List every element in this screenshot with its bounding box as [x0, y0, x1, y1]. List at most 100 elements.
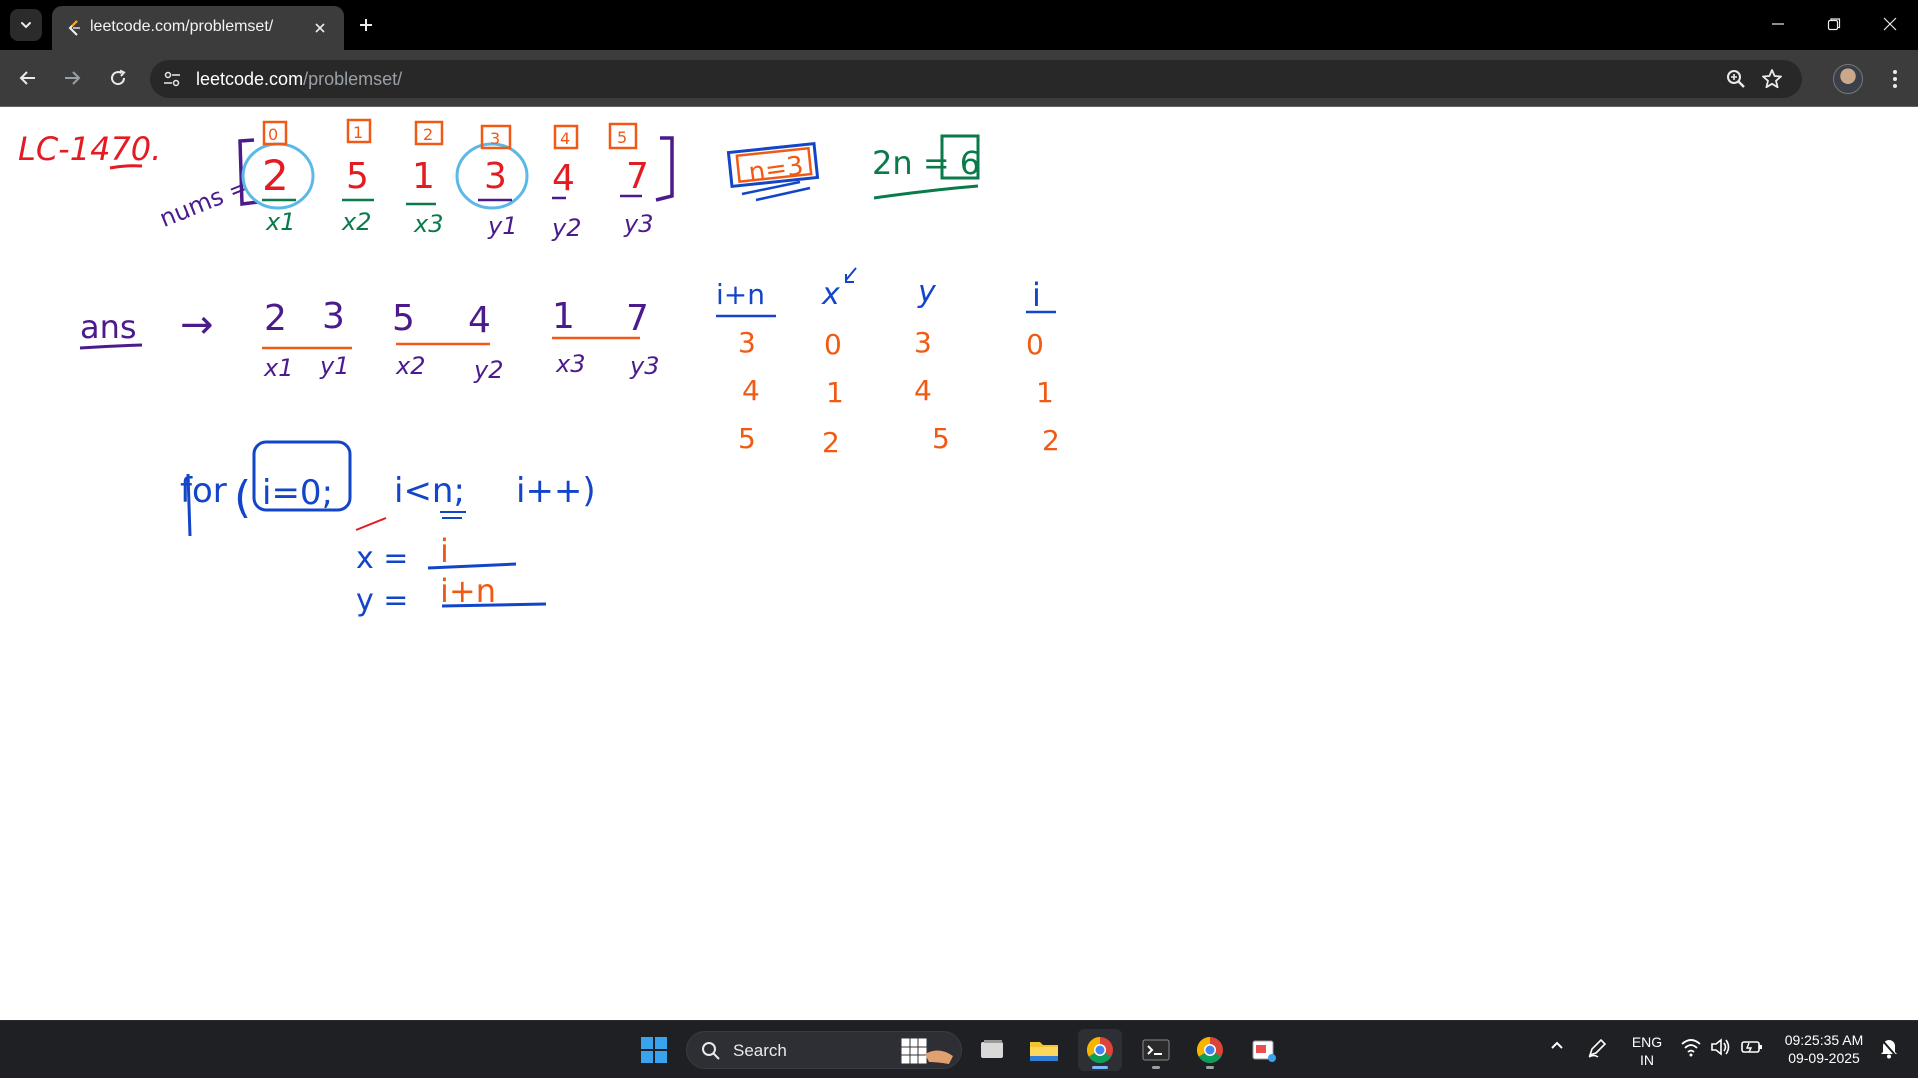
minimize-button[interactable] [1758, 8, 1798, 40]
name-y2: y2 [551, 214, 581, 242]
ans-pair-2-a: 5 [392, 298, 415, 339]
task-view-button[interactable] [970, 1029, 1014, 1071]
taskbar: Search ENG IN 09 [0, 1020, 1918, 1078]
snipping-tool-icon [1252, 1040, 1276, 1062]
profile-avatar[interactable] [1833, 64, 1863, 94]
problem-title: LC-1470. [18, 130, 161, 168]
table-cell-r3c1: 5 [738, 422, 756, 455]
code-line-y-underline [441, 602, 547, 608]
table-rows: 3 0 3 0 4 1 4 1 5 2 5 2 [738, 326, 1060, 459]
address-bar[interactable]: leetcode.com/problemset/ [150, 60, 1802, 98]
code-red-tick [355, 517, 387, 531]
taskbar-search-label: Search [733, 1041, 787, 1060]
ans-pair-2-b-name: y2 [473, 356, 503, 384]
clock[interactable]: 09:25:35 AM 09-09-2025 [1774, 1031, 1874, 1067]
close-window-button[interactable] [1870, 8, 1910, 40]
snipping-tool-button[interactable] [1242, 1029, 1286, 1071]
close-icon [1883, 17, 1897, 31]
code-line-x-value: i [440, 532, 449, 570]
ans-pair-1-a-name: x1 [263, 354, 293, 382]
code-cond-underline [440, 511, 466, 519]
ans-pair-3-a: 1 [552, 296, 575, 337]
forward-button[interactable] [56, 62, 88, 94]
site-info-icon[interactable] [160, 68, 184, 90]
chrome-icon [1086, 1036, 1113, 1064]
code-cond: i<n; [394, 471, 465, 511]
notifications-button[interactable] [1874, 1037, 1904, 1063]
clock-time: 09:25:35 AM [1784, 1032, 1864, 1048]
chevron-up-icon [1551, 1041, 1563, 1049]
value-underlines [262, 194, 642, 206]
n-box [726, 141, 820, 189]
table-cell-r2c1: 4 [742, 374, 760, 407]
index-4: 4 [560, 129, 570, 148]
language-region: IN [1640, 1052, 1654, 1068]
index-boxes [262, 118, 638, 150]
leetcode-favicon-icon [68, 20, 80, 36]
table-cell-r2c4: 1 [1036, 376, 1054, 409]
volume-icon [1711, 1038, 1730, 1056]
start-button[interactable] [632, 1029, 676, 1071]
wifi-icon [1681, 1039, 1701, 1057]
clock-date: 09-09-2025 [1788, 1050, 1860, 1066]
table-cell-r1c1: 3 [738, 326, 756, 359]
chrome-profile-button[interactable] [1188, 1029, 1232, 1071]
kebab-menu-icon[interactable] [1880, 64, 1910, 94]
handwriting-layer: LC-1470. nums = 0 1 2 3 4 5 2 5 1 3 4 7 [18, 118, 1060, 618]
active-indicator [1092, 1066, 1108, 1069]
index-3: 3 [490, 129, 500, 148]
ans-label: ans [80, 308, 137, 346]
ans-pair-3-b: 7 [626, 298, 649, 339]
table-header-y: y [917, 275, 937, 310]
code-for-stroke [186, 473, 192, 537]
reload-button[interactable] [102, 62, 134, 94]
chrome-icon [1196, 1036, 1223, 1064]
search-icon [702, 1042, 720, 1060]
zoom-icon[interactable] [1724, 67, 1748, 91]
nums-value-1: 5 [346, 156, 369, 197]
pen-menu-button[interactable] [1584, 1037, 1610, 1063]
restore-button[interactable] [1814, 8, 1854, 40]
nums-value-5: 7 [626, 156, 649, 197]
ans-pair-1-a: 2 [264, 298, 287, 339]
battery-icon [1741, 1041, 1762, 1053]
nums-value-3: 3 [484, 156, 507, 197]
new-tab-button[interactable] [352, 11, 380, 39]
ans-pair-3-a-name: x3 [555, 350, 585, 378]
tab-search-button[interactable] [10, 9, 42, 41]
active-tab[interactable]: leetcode.com/problemset/ [52, 6, 344, 50]
code-line-x-label: x = [356, 541, 408, 576]
table-header-x-check [845, 267, 857, 283]
quick-settings-button[interactable] [1680, 1037, 1764, 1057]
back-button[interactable] [12, 62, 44, 94]
table-cell-r3c2: 2 [822, 426, 840, 459]
search-highlight-icon [900, 1037, 953, 1065]
tab-close-icon[interactable] [308, 16, 332, 40]
name-x2: x2 [341, 208, 371, 236]
bookmark-star-icon[interactable] [1760, 67, 1784, 91]
language-code: ENG [1631, 1034, 1663, 1050]
taskbar-search-box[interactable]: Search [686, 1031, 962, 1069]
restore-icon [1827, 18, 1841, 31]
tab-title: leetcode.com/problemset/ [90, 18, 274, 35]
file-explorer-button[interactable] [1022, 1029, 1066, 1071]
windows-logo-icon [641, 1037, 667, 1063]
name-y3: y3 [623, 210, 653, 238]
table-header-i: i [1032, 276, 1041, 314]
ans-pair-1-b: 3 [322, 296, 345, 337]
chrome-taskbar-button[interactable] [1078, 1029, 1122, 1071]
minimize-icon [1772, 23, 1784, 25]
n-underline [741, 180, 811, 202]
terminal-button[interactable] [1134, 1029, 1178, 1071]
nums-value-0: 2 [262, 151, 289, 200]
table-cell-r2c2: 1 [826, 376, 844, 409]
nums-label: nums = [155, 172, 253, 233]
two-n-underline [873, 184, 979, 200]
show-hidden-icons-button[interactable] [1546, 1037, 1568, 1057]
two-n-note: 2n = 6 [872, 144, 980, 182]
reload-icon [111, 69, 126, 86]
table-cell-r2c3: 4 [914, 374, 932, 407]
language-indicator[interactable]: ENG IN [1624, 1033, 1670, 1069]
chevron-down-icon [21, 22, 31, 29]
whiteboard-canvas[interactable]: LC-1470. nums = 0 1 2 3 4 5 2 5 1 3 4 7 [0, 108, 1918, 1020]
